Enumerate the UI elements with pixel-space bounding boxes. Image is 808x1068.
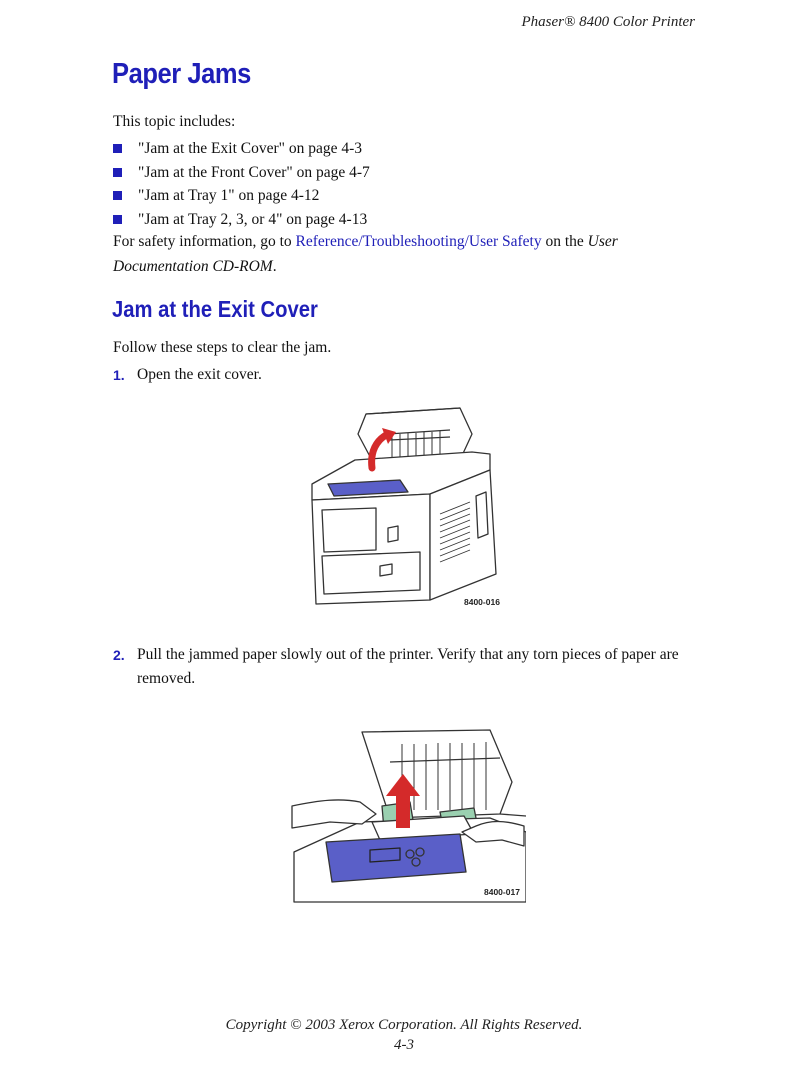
steps-intro: Follow these steps to clear the jam. <box>113 339 332 356</box>
bullet-square-icon <box>113 191 122 201</box>
figure-id-label: 8400-017 <box>484 887 520 897</box>
page-title: Paper Jams <box>112 58 251 90</box>
step-number: 1. <box>113 367 125 383</box>
user-safety-link[interactable]: Reference/Troubleshooting/User Safety <box>295 233 542 250</box>
step-text: Open the exit cover. <box>137 366 262 383</box>
footer-copyright: Copyright © 2003 Xerox Corporation. All … <box>225 1017 583 1033</box>
topics-intro: This topic includes: <box>113 113 236 130</box>
section-title: Jam at the Exit Cover <box>112 296 318 322</box>
figure-pull-jammed-paper: 8400-017 <box>290 722 527 906</box>
figure-open-exit-cover: 8400-016 <box>300 404 510 614</box>
safety-note: For safety information, go to Reference/… <box>113 233 618 275</box>
step-1: 1. Open the exit cover. <box>113 363 697 387</box>
footer-page-number: 4-3 <box>394 1037 414 1053</box>
bullet-square-icon <box>113 214 122 224</box>
running-header: Phaser® 8400 Color Printer <box>521 14 695 30</box>
step-text: Pull the jammed paper slowly out of the … <box>137 646 679 687</box>
step-2: 2. Pull the jammed paper slowly out of t… <box>113 643 697 691</box>
list-item[interactable]: "Jam at the Front Cover" on page 4-7 <box>113 161 370 185</box>
list-item[interactable]: "Jam at Tray 1" on page 4-12 <box>113 184 370 208</box>
topic-list: "Jam at the Exit Cover" on page 4-3 "Jam… <box>113 137 370 231</box>
bullet-square-icon <box>113 144 122 154</box>
list-item[interactable]: "Jam at the Exit Cover" on page 4-3 <box>113 137 370 161</box>
step-number: 2. <box>113 647 125 663</box>
list-item[interactable]: "Jam at Tray 2, 3, or 4" on page 4-13 <box>113 208 370 232</box>
bullet-square-icon <box>113 167 122 177</box>
printer-jam-illustration-icon <box>291 729 527 903</box>
printer-illustration-icon <box>311 407 497 605</box>
figure-id-label: 8400-016 <box>464 597 500 607</box>
